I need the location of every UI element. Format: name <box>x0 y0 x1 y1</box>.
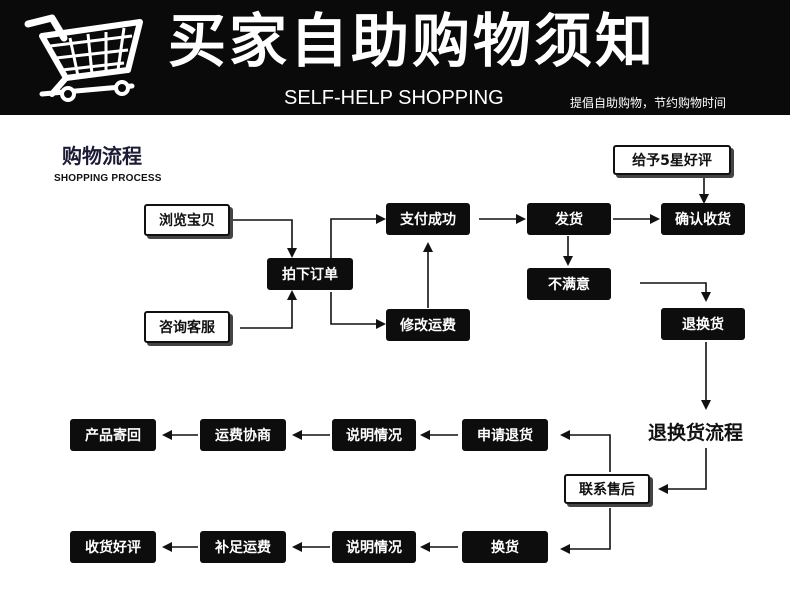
node-explain-exchange: 说明情况 <box>332 531 416 563</box>
connector-contact-exchange <box>560 508 611 554</box>
node-pay-shipping: 补足运费 <box>200 531 286 563</box>
node-return-exchange: 退换货 <box>661 308 745 340</box>
node-modify-shipping: 修改运费 <box>386 309 470 341</box>
node-browse: 浏览宝贝 <box>144 204 230 236</box>
connector-order-paid <box>330 214 386 262</box>
section-subtitle: SHOPPING PROCESS <box>54 173 162 184</box>
node-order: 拍下订单 <box>267 258 353 290</box>
node-ship: 发货 <box>527 203 611 235</box>
node-send-back: 产品寄回 <box>70 419 156 451</box>
node-exchange: 换货 <box>462 531 548 563</box>
shopping-cart-icon <box>24 14 143 102</box>
node-shipping-negotiate: 运费协商 <box>200 419 286 451</box>
node-contact-aftersales: 联系售后 <box>564 474 650 504</box>
connector-order-modify <box>330 292 386 329</box>
node-apply-return: 申请退货 <box>462 419 548 451</box>
page-subtitle: SELF-HELP SHOPPING <box>284 87 504 109</box>
section-title: 购物流程 <box>62 144 142 168</box>
header-slogan: 提倡自助购物，节约购物时间 <box>570 96 727 110</box>
connector-process-contact <box>658 448 707 494</box>
header-banner: 买家自助购物须知 SELF-HELP SHOPPING 提倡自助购物，节约购物时… <box>0 0 790 115</box>
node-receive-review: 收货好评 <box>70 531 156 563</box>
connector-contact-apply <box>560 430 611 472</box>
connector-browse-order <box>230 219 297 258</box>
node-confirm: 确认收货 <box>661 203 745 235</box>
node-explain-return: 说明情况 <box>332 419 416 451</box>
node-review: 给予5星好评 <box>613 145 731 175</box>
connector-consult-order <box>240 290 297 329</box>
node-paid: 支付成功 <box>386 203 470 235</box>
node-unsatisfied: 不满意 <box>527 268 611 300</box>
return-process-title: 退换货流程 <box>648 422 744 444</box>
page-title: 买家自助购物须知 <box>168 7 657 75</box>
node-consult: 咨询客服 <box>144 311 230 343</box>
connector-unsatisfied-return <box>640 282 711 302</box>
